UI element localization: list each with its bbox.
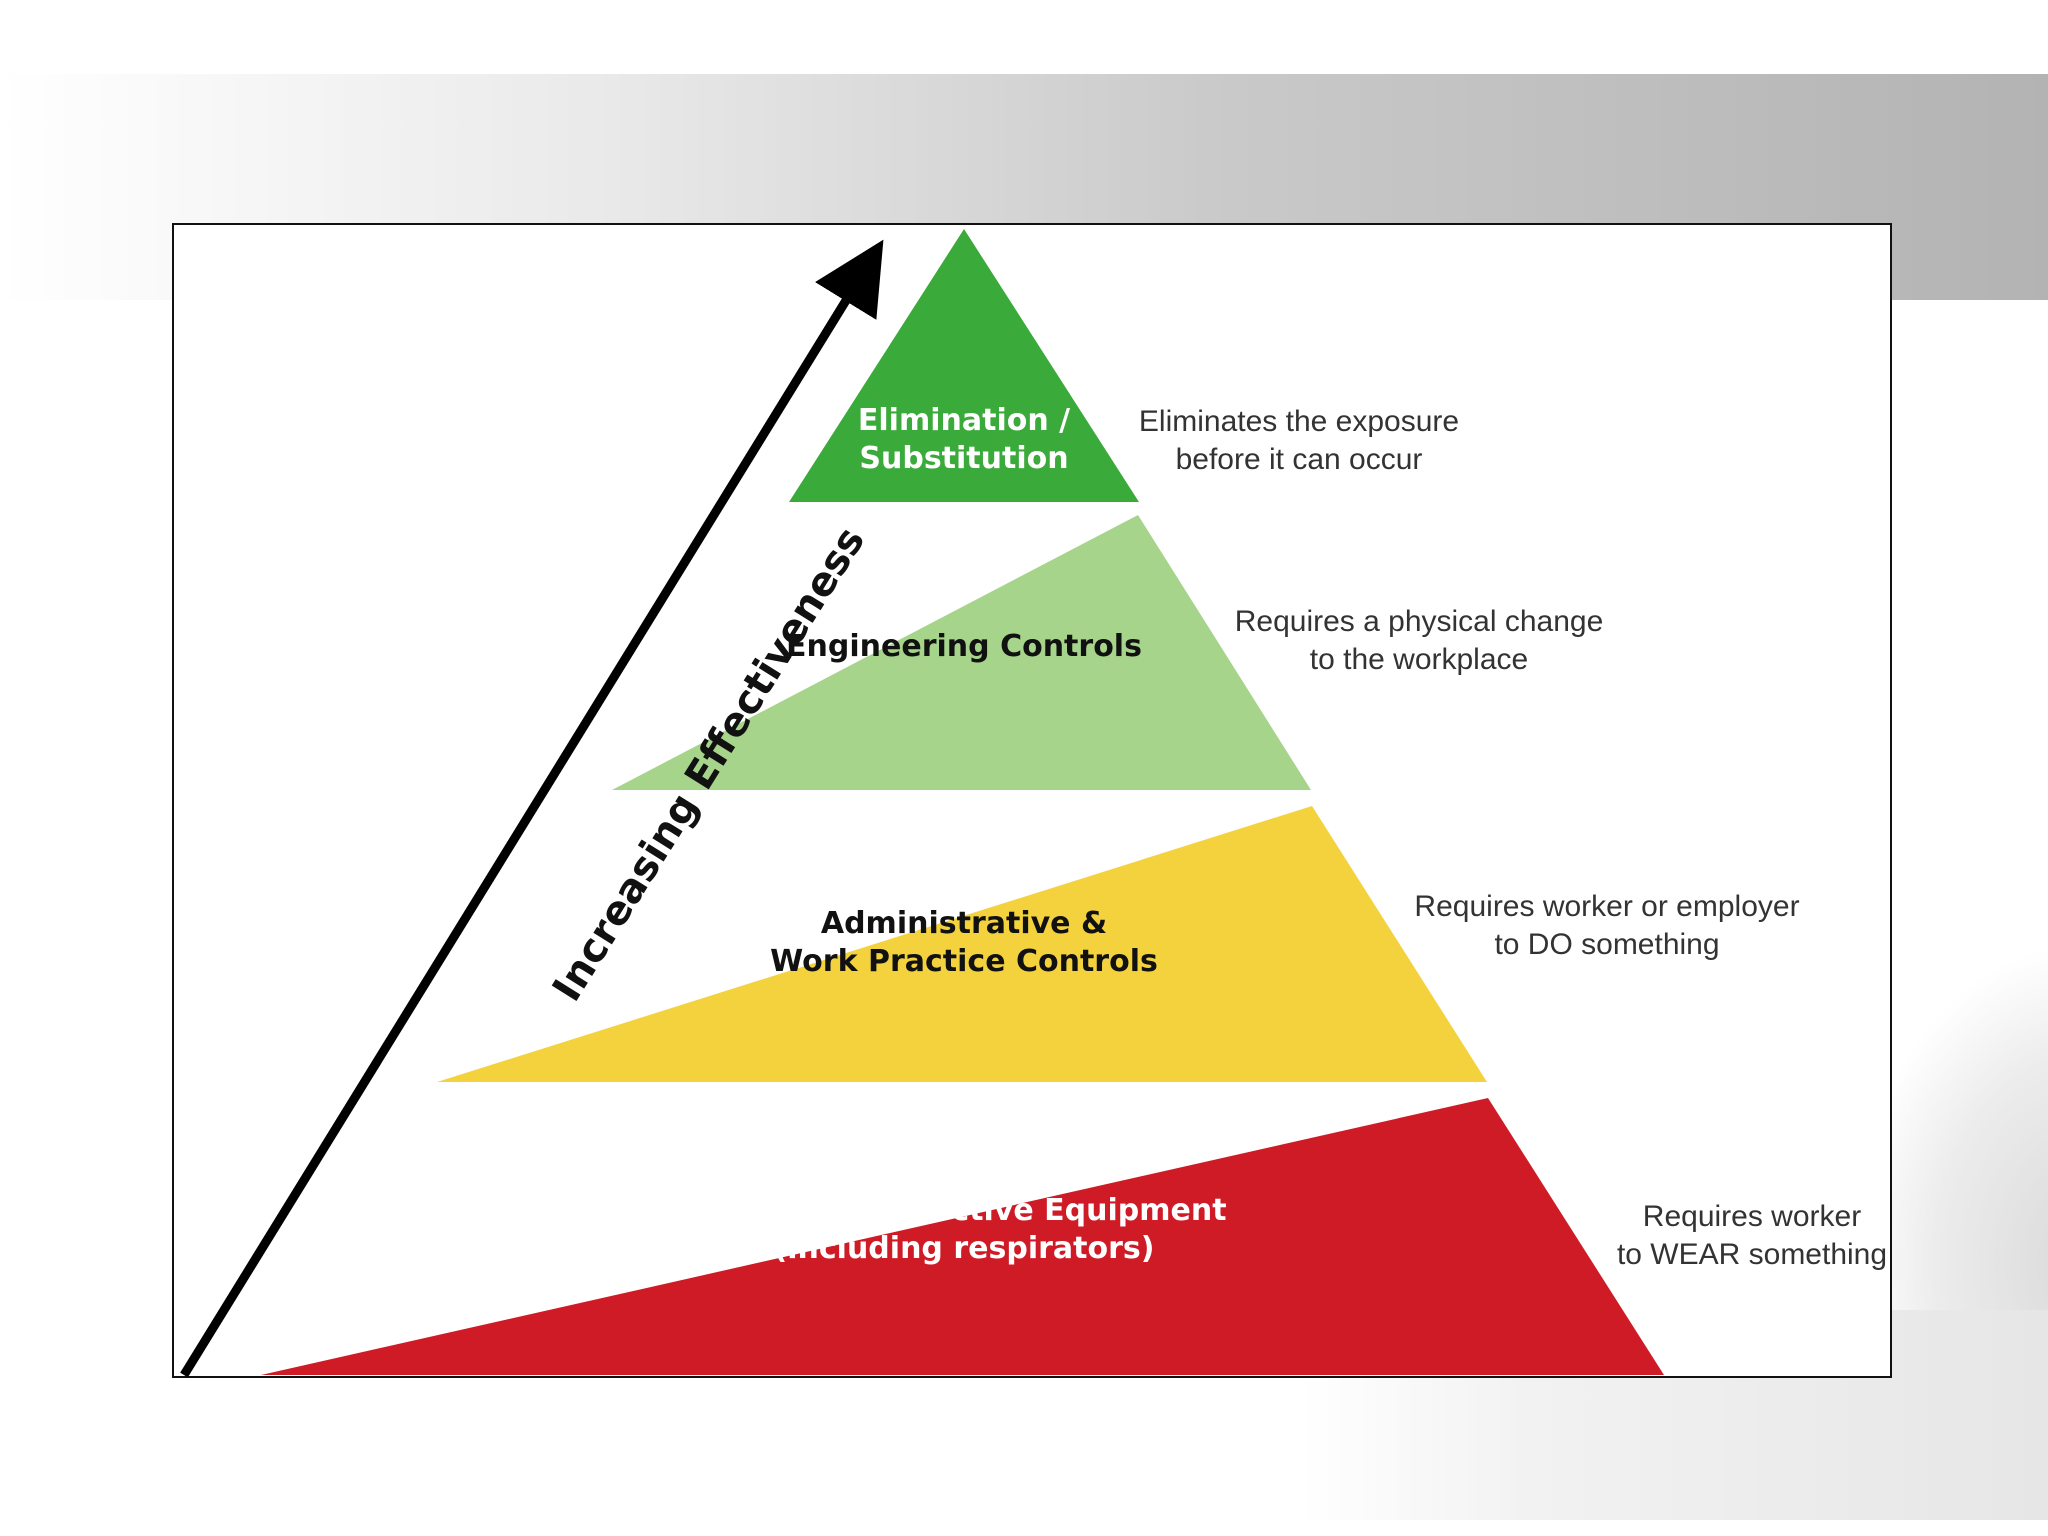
tier-desc-ppe: Requires worker to WEAR something bbox=[1616, 1200, 1888, 1271]
tier-desc-elimination: Eliminates the exposure before it can oc… bbox=[1138, 405, 1460, 476]
tier-ppe bbox=[261, 1098, 1664, 1375]
tier-elimination bbox=[789, 229, 1139, 502]
pyramid-graphic bbox=[180, 229, 1664, 1378]
tier-desc-administrative: Requires worker or employer to DO someth… bbox=[1414, 890, 1800, 961]
tier-engineering bbox=[612, 515, 1311, 790]
tier-administrative bbox=[437, 806, 1487, 1082]
tier-label-engineering: Engineering Controls bbox=[786, 629, 1142, 664]
effectiveness-arrow bbox=[180, 239, 884, 1378]
tier-label-ppe: Personal Protective Equipment (including… bbox=[701, 1193, 1227, 1266]
tier-label-administrative: Administrative & Work Practice Controls bbox=[770, 906, 1158, 979]
hierarchy-of-controls-diagram: Increasing Effectiveness Elimination / S… bbox=[172, 223, 1892, 1378]
tier-desc-engineering: Requires a physical change to the workpl… bbox=[1234, 605, 1604, 676]
tier-label-elimination: Elimination / Substitution bbox=[857, 403, 1071, 476]
